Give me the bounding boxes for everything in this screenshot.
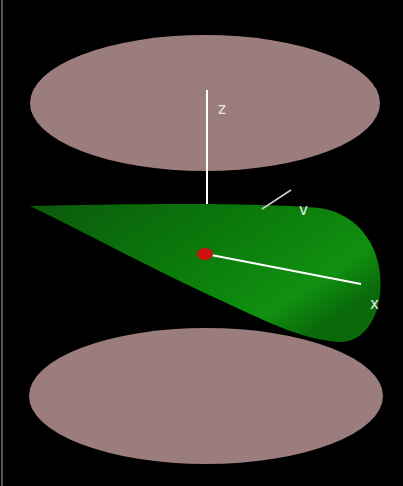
axis-label: z bbox=[218, 102, 226, 117]
red-point bbox=[197, 248, 213, 260]
frame-edge bbox=[1, 0, 3, 486]
z-axis bbox=[206, 90, 208, 206]
axis-label: v bbox=[299, 203, 308, 218]
v-axis bbox=[262, 190, 291, 209]
axis-label: x bbox=[370, 297, 379, 312]
top-plate bbox=[30, 35, 380, 171]
x-axis bbox=[206, 254, 361, 284]
green-surface bbox=[30, 204, 381, 342]
bottom-plate bbox=[29, 328, 383, 464]
